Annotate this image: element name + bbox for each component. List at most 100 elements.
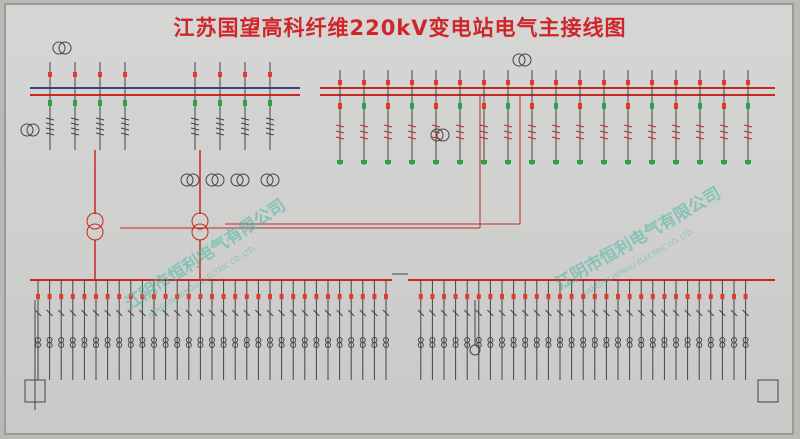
current-transformer-icon [335,124,345,128]
disconnector-icon [545,309,552,317]
current-transformer-icon [673,342,679,348]
breaker-icon [616,294,620,299]
current-transformer-icon [696,342,703,348]
breaker-icon [626,103,630,109]
breaker-icon [626,80,630,85]
current-transformer-icon [452,342,459,348]
breaker-icon [198,294,203,299]
current-transformer-icon [265,132,275,136]
current-transformer-icon [551,130,561,134]
current-transformer-icon [95,132,105,136]
disconnector-icon [556,309,564,317]
breaker-icon [140,294,145,299]
breaker-icon [639,294,644,299]
breaker-icon [123,72,127,77]
disconnector-icon [440,309,448,317]
disconnector-icon [127,309,135,317]
breaker-icon [256,294,261,299]
current-transformer-icon [190,127,200,131]
disconnector-icon [684,309,691,317]
current-transformer-icon [359,136,369,140]
current-transformer-icon [575,136,585,140]
breaker-icon [338,80,342,85]
current-transformer-icon [70,122,80,126]
breaker-icon [649,160,655,164]
breaker-icon [117,294,122,299]
current-transformer-icon [695,130,705,134]
breaker-icon [530,80,534,85]
current-transformer-icon [174,342,181,348]
current-transformer-icon [407,136,417,140]
breaker-icon [59,294,64,299]
current-transformer-icon [431,130,441,134]
current-transformer-icon [190,117,200,121]
current-transformer-icon [510,342,517,348]
breaker-icon [722,103,726,109]
current-transformer-icon [46,342,53,348]
transformer-icon [86,223,104,241]
breaker-icon [482,80,486,85]
breaker-icon [193,100,197,106]
disconnector-icon [57,309,65,317]
current-transformer-icon [215,132,225,136]
current-transformer-icon [503,124,513,128]
breaker-icon [592,294,597,299]
mimic-board [4,3,794,435]
breaker-icon [465,294,470,299]
cabinet-icon [24,379,46,403]
current-transformer-icon [383,130,393,134]
current-transformer-icon [580,342,587,348]
disconnector-icon [34,309,42,317]
current-transformer-icon [383,136,393,140]
current-transformer-icon [503,136,513,140]
breaker-icon [326,294,330,299]
current-transformer-icon [162,342,169,348]
breaker-icon [434,103,438,109]
transformer-group [20,41,532,280]
current-transformer-icon [591,342,598,348]
current-transformer-icon [615,342,621,348]
current-transformer-icon [743,124,753,128]
current-transformer-icon [348,342,355,348]
current-transformer-icon [120,127,130,131]
current-transformer-icon [479,124,489,128]
breaker-icon [360,294,365,299]
disconnector-icon [289,309,297,317]
current-transformer-icon [599,124,609,128]
current-transformer-icon [407,124,417,128]
breaker-icon [384,294,388,299]
breaker-icon [372,294,377,299]
disconnector-icon [197,309,204,317]
disconnector-icon [475,309,483,317]
breaker-icon [720,294,725,299]
breaker-icon [386,80,390,85]
disconnector-icon [208,309,216,317]
breaker-icon [554,80,558,85]
current-transformer-icon [568,342,575,348]
current-transformer-icon [487,342,494,348]
current-transformer-icon [95,117,105,121]
current-transformer-icon [120,132,130,136]
current-transformer-icon [290,342,297,348]
breaker-icon [279,294,284,299]
transformer-icon [205,173,219,187]
current-transformer-icon [215,122,225,126]
disconnector-icon [661,309,668,317]
disconnector-icon [162,309,169,317]
disconnector-icon [92,309,100,317]
watermark-text-left: 江阴市恒利电气有限公司 [121,195,289,314]
current-transformer-icon [209,342,215,348]
breaker-icon [268,72,272,77]
breaker-icon [243,72,247,77]
current-transformer-icon [527,136,537,140]
current-transformer-icon [325,342,331,348]
current-transformer-icon [599,130,609,134]
breaker-icon [662,294,667,299]
disconnector-icon [347,309,355,317]
transformer-icon [186,173,200,187]
disconnector-icon [637,309,645,317]
breaker-icon [488,294,493,299]
current-transformer-icon [429,342,436,348]
current-transformer-icon [533,342,540,348]
disconnector-icon [115,309,123,317]
